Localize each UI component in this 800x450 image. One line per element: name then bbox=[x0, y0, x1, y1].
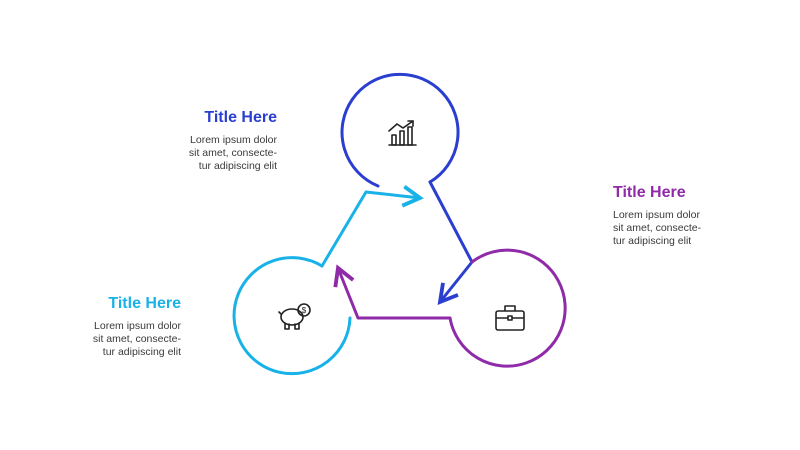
block-description: Lorem ipsum dolor sit amet, consecte- tu… bbox=[66, 320, 181, 359]
text-block-3: Title Here Lorem ipsum dolor sit amet, c… bbox=[66, 294, 181, 359]
text-block-1: Title Here Lorem ipsum dolor sit amet, c… bbox=[162, 108, 277, 173]
connector-blue bbox=[428, 180, 474, 306]
bar-chart-icon bbox=[388, 120, 417, 146]
description-line: sit amet, consecte- bbox=[92, 333, 181, 345]
description-line: Lorem ipsum dolor bbox=[94, 320, 181, 332]
connector-purple bbox=[333, 264, 452, 320]
description-line: tur adipiscing elit bbox=[613, 235, 692, 247]
description-line: sit amet, consecte- bbox=[613, 222, 702, 234]
connector-cyan bbox=[320, 185, 424, 268]
block-description: Lorem ipsum dolor sit amet, consecte- tu… bbox=[162, 134, 277, 173]
block-title: Title Here bbox=[204, 109, 277, 126]
left-circle bbox=[232, 256, 352, 376]
right-circle bbox=[448, 248, 567, 368]
top-circle bbox=[340, 72, 460, 188]
description-line: tur adipiscing elit bbox=[102, 346, 181, 358]
block-title: Title Here bbox=[108, 295, 181, 312]
text-block-2: Title Here Lorem ipsum dolor sit amet, c… bbox=[613, 183, 733, 248]
block-description: Lorem ipsum dolor sit amet, consecte- tu… bbox=[613, 209, 733, 248]
piggy-bank-icon: $ bbox=[278, 303, 311, 330]
briefcase-icon bbox=[495, 305, 525, 331]
description-line: Lorem ipsum dolor bbox=[190, 134, 277, 146]
description-line: tur adipiscing elit bbox=[198, 160, 277, 172]
description-line: sit amet, consecte- bbox=[188, 147, 277, 159]
block-title: Title Here bbox=[613, 184, 686, 201]
svg-text:$: $ bbox=[302, 306, 307, 315]
description-line: Lorem ipsum dolor bbox=[613, 209, 700, 221]
